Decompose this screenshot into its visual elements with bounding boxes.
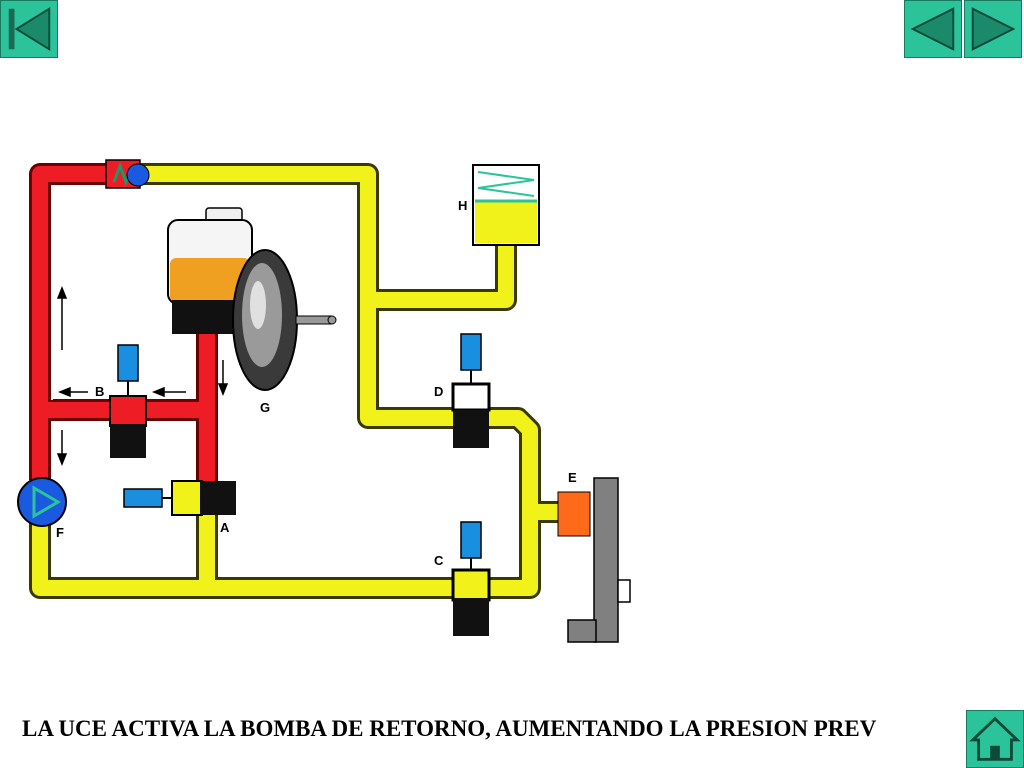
valve-d xyxy=(451,333,491,448)
triangle-left-icon xyxy=(910,7,955,51)
valve-c xyxy=(451,521,491,636)
master-cylinder-booster-g xyxy=(167,207,337,391)
previous-slide-button[interactable] xyxy=(904,0,962,58)
label-f: F xyxy=(56,525,64,540)
slide-caption: LA UCE ACTIVA LA BOMBA DE RETORNO, AUMEN… xyxy=(22,716,877,741)
return-pump-f xyxy=(17,477,67,527)
next-slide-button[interactable] xyxy=(964,0,1022,58)
inlet-valve-b xyxy=(109,344,147,458)
low-pressure-accumulator-h xyxy=(472,164,540,246)
home-button[interactable] xyxy=(966,710,1024,768)
skip-to-first-icon xyxy=(8,6,51,52)
label-a: A xyxy=(220,520,230,535)
abs-hydraulic-diagram: A B C D E F G H xyxy=(17,159,631,643)
brake-caliper-e xyxy=(557,491,591,537)
label-g: G xyxy=(260,400,270,415)
check-valve xyxy=(105,159,150,189)
flow-arrows xyxy=(56,285,229,467)
triangle-right-icon xyxy=(971,7,1016,51)
brake-disc xyxy=(567,477,631,643)
valve-a xyxy=(123,480,236,516)
label-d: D xyxy=(434,384,443,399)
home-icon xyxy=(969,716,1021,761)
label-h: H xyxy=(458,198,467,213)
label-b: B xyxy=(95,384,104,399)
label-e: E xyxy=(568,470,577,485)
label-c: C xyxy=(434,553,444,568)
first-slide-button[interactable] xyxy=(0,0,58,58)
